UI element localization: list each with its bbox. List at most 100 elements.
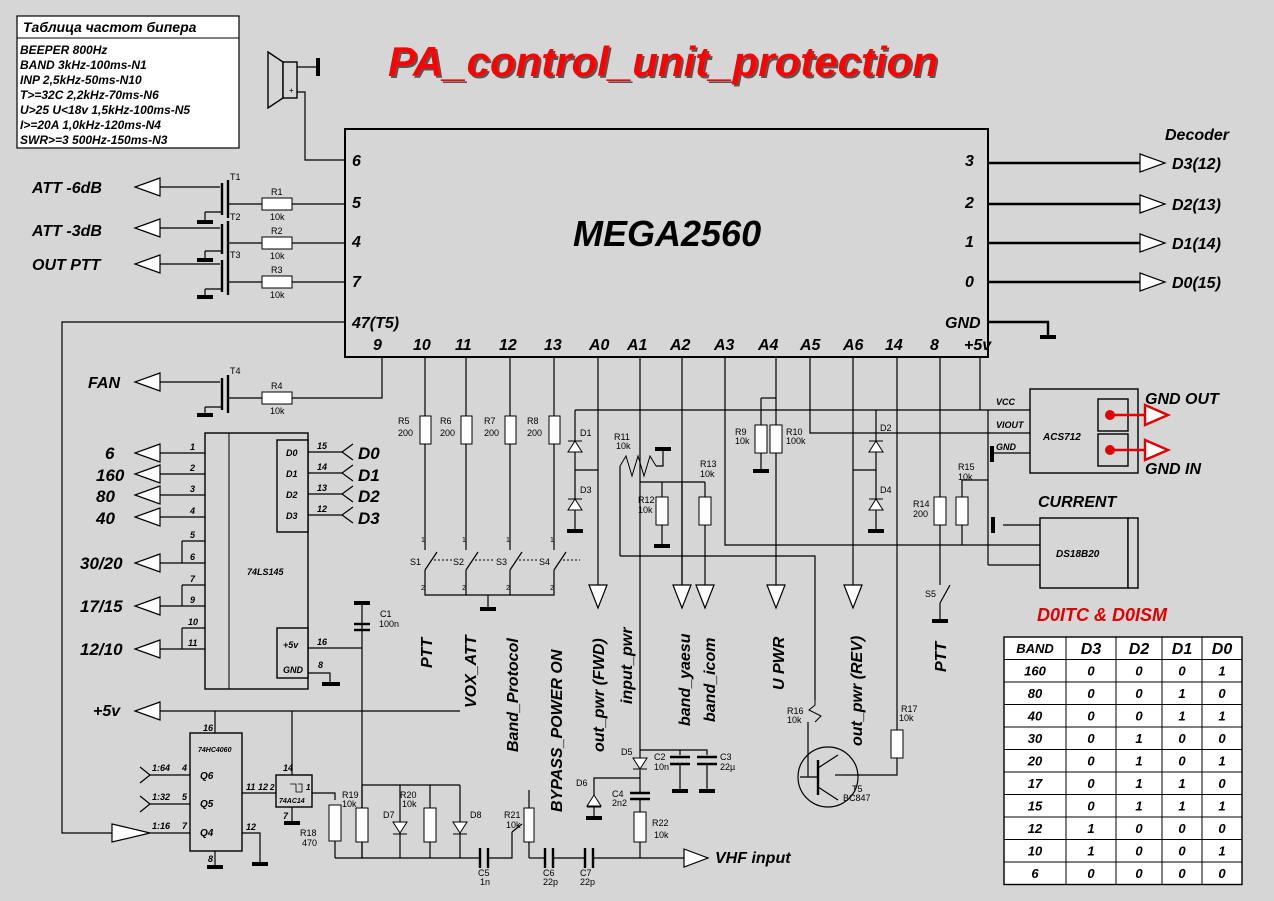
beeper-row: BAND 3kHz-100ms-N1 [20, 58, 147, 72]
beeper-table-heading: Таблица частот бипера [23, 19, 197, 35]
decoder-output: D1(14) [1172, 236, 1221, 253]
pin-number: 1 [190, 442, 195, 452]
band-table-cell: 1 [1178, 686, 1185, 701]
pin-number: 7 [182, 821, 188, 831]
resistor-label: R22 [652, 818, 669, 828]
capacitor-label: C7 [580, 868, 592, 878]
band-table-cell: 0 [1178, 731, 1186, 746]
capacitor-label: C4 [612, 789, 624, 799]
band-table-cell: 0 [1178, 843, 1186, 858]
band-table-cell: 1 [1135, 731, 1142, 746]
mcu-pin: A2 [669, 337, 691, 354]
pin-number: 2 [421, 585, 425, 592]
mcu-pin: 2 [964, 195, 974, 212]
resistor-label: R5 [398, 416, 410, 426]
decoder-input-label: D2 [358, 487, 380, 506]
resistor-label: R10 [786, 427, 803, 437]
ac14-chip: 74AC14 14 7 1 2 [269, 763, 336, 825]
resistor-value: 200 [913, 509, 928, 519]
chip-pin-label: GND [283, 665, 304, 675]
resistor-label: R6 [440, 416, 452, 426]
pin-number: 12 [317, 504, 327, 514]
signal-label: band_icom [702, 638, 719, 722]
chip-pin-label: D1 [286, 469, 298, 479]
signal-label: out_pwr (REV) [849, 636, 866, 746]
signal-label: band_yaesu [677, 633, 694, 726]
pin-number: 14 [283, 763, 293, 773]
mcu-pin: 13 [544, 337, 562, 354]
band-label: 30/20 [80, 554, 123, 573]
band-table-cell: 6 [1031, 866, 1039, 881]
pin-number: 8 [318, 660, 323, 670]
att-6db-stage: ATT -6dB T1 R1 10k [31, 172, 345, 224]
diode-label: D5 [621, 747, 633, 757]
decoder-output: D2(13) [1172, 197, 1221, 214]
resistor-label: R17 [901, 704, 918, 714]
resistor-label: R12 [638, 495, 655, 505]
mcu-pin: 8 [930, 337, 939, 354]
plus5v-rail: +5v [93, 701, 460, 775]
signal-label: PTT [419, 637, 436, 668]
mcu-pin: 1 [965, 234, 974, 251]
chip-pin-label: VIOUT [996, 420, 1025, 430]
resistor-value: 10k [506, 820, 521, 830]
transistor-label: T3 [230, 250, 241, 260]
resistor-value: 10k [402, 799, 417, 809]
band-table-cell: 0 [1218, 686, 1226, 701]
ls145-name: 74LS145 [247, 567, 285, 577]
credits: D0ITC & D0ISM [1037, 605, 1168, 625]
resistor-value: 100k [786, 436, 806, 446]
resistor-value: 10k [270, 290, 285, 300]
transistor-label: T1 [230, 172, 241, 182]
band-table-cell: 1 [1135, 776, 1142, 791]
band-table-cell: 0 [1218, 866, 1226, 881]
signal-label: input_pwr [619, 627, 636, 704]
beeper-frequency-table: Таблица частот бипера BEEPER 800Hz BAND … [16, 15, 240, 149]
divider-taps: 1:64 1:32 1:16 4 5 7 [111, 763, 190, 843]
divider-ratio: 1:32 [152, 792, 170, 802]
transistor-type: BC847 [843, 793, 871, 803]
mcu-pin: 10 [413, 337, 431, 354]
resistor-value: 10k [958, 472, 973, 482]
pin-number: 2 [550, 585, 554, 592]
output-arrow-icon [133, 372, 161, 392]
capacitor-label: C3 [720, 752, 732, 762]
mcu-pin: 12 [499, 337, 517, 354]
pin-number: 3 [190, 484, 195, 494]
pin-number: 13 [317, 483, 327, 493]
att-3db-label: ATT -3dB [31, 223, 102, 240]
resistor-value: 10k [270, 212, 285, 222]
band-table-cell: 0 [1218, 776, 1226, 791]
switch-label: S4 [539, 557, 550, 567]
beeper-row: BEEPER 800Hz [20, 43, 107, 57]
band-table-header: D1 [1172, 641, 1193, 658]
mcu-pin: 5 [352, 195, 362, 212]
transistor-label: T5 [852, 784, 863, 794]
vhf-input-chain: R18 470 R19 10k D7 R20 10k D8 C5 1n R21 … [300, 454, 791, 887]
band-table-cell: 1 [1135, 798, 1142, 813]
decoder-input-label: D1 [358, 466, 380, 485]
mcu-pin: A6 [842, 337, 864, 354]
att-6db-label: ATT -6dB [31, 180, 102, 197]
fan-stage: FAN T4 R4 10k [88, 357, 383, 417]
band-table-cell: 0 [1135, 866, 1143, 881]
decoder-input-label: D0 [358, 444, 380, 463]
mcu-pin: 6 [352, 153, 361, 170]
mcu-pin: A1 [626, 337, 648, 354]
band-table-cell: 0 [1087, 731, 1095, 746]
button-inputs: R5 200 R6 200 R7 200 R8 200 S1 S2 S3 S4 … [398, 357, 580, 611]
band-table-cell: 1 [1178, 708, 1185, 723]
mcu-pin: 3 [965, 153, 974, 170]
pin-number: 10 [188, 617, 198, 627]
beeper-row: U>25 U<18v 1,5kHz-100ms-N5 [20, 103, 190, 117]
pin-number: 12 [246, 822, 256, 832]
acs712-module: ACS712 GND OUT GND IN VCC VIOUT GND CURR… [988, 388, 1220, 511]
resistor-value: 10k [342, 799, 357, 809]
mcu-pin: A4 [757, 337, 779, 354]
resistor-label: R9 [735, 427, 747, 437]
chip-pin-label: +5v [283, 640, 299, 650]
resistor-value: 200 [440, 428, 455, 438]
schmitt-name: 74AC14 [279, 798, 305, 805]
ls145-inputs: 15 14 13 12 D0 D1 D2 D3 [308, 441, 380, 528]
signal-label: PTT [933, 641, 950, 672]
